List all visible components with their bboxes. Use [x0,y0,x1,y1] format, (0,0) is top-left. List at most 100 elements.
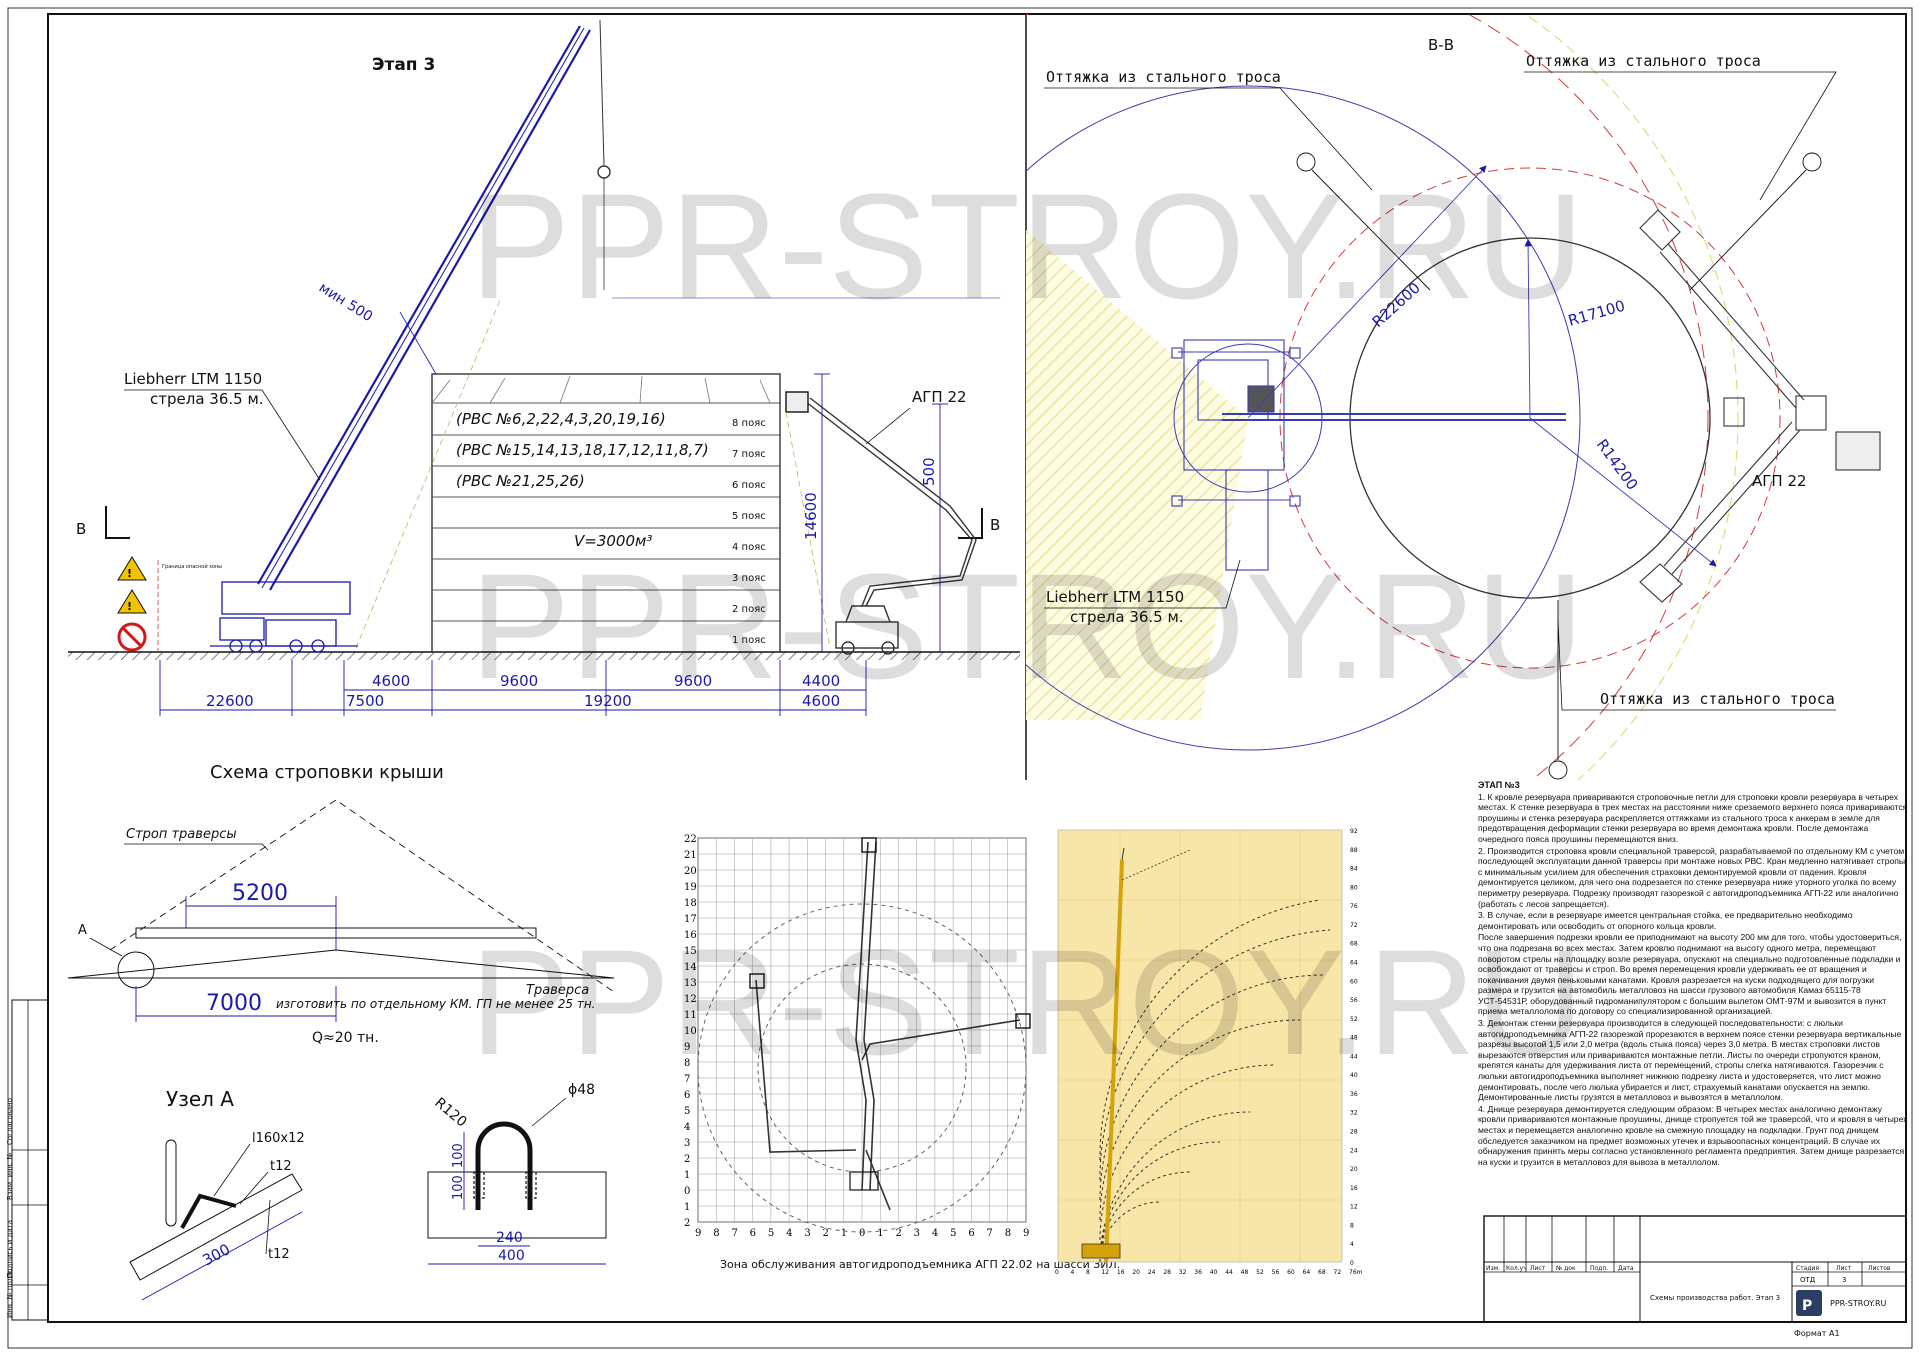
agp-plan-label: АГП 22 [1752,472,1807,490]
node-angle [180,1193,237,1229]
belt-label: 3 пояс [732,573,766,584]
agp-x-tick: 6 [750,1228,756,1239]
guy-label-2-text: Оттяжка из стального троса [1526,52,1761,70]
load-y-tick: 24 [1350,1147,1358,1154]
stage-title: Этап 3 [372,55,435,75]
load-x-tick: 48 [1241,1269,1249,1276]
u-bolt-diameter: ϕ48 [568,1082,595,1098]
tank-wall [431,373,781,653]
load-y-tick: 40 [1350,1072,1358,1079]
load-x-tick: 0 [1055,1269,1059,1276]
crane-carrier [210,581,358,653]
ground-hatch [68,652,1020,660]
tb-header-doc: № док [1556,1265,1576,1272]
crane-boom [257,19,605,591]
svg-text:!: ! [127,600,132,613]
agp-reach-circle-large [697,903,1027,1233]
node-plate-1-label: t12 [270,1159,292,1174]
notes-paragraph: 1. К кровле резервуара привариваются стр… [1478,791,1908,844]
agp-x-tick: 2 [895,1228,901,1239]
load-y-tick: 8 [1350,1222,1354,1229]
load-x-tick: 24 [1148,1269,1156,1276]
guy-label-1: Оттяжка из стального троса [1044,68,1373,191]
belt-label: 4 пояс [732,542,766,553]
height-dimension-value: 14600 [802,492,820,540]
load-y-tick: 64 [1350,959,1358,966]
danger-zone-note: Граница опасной зоны [162,563,222,570]
node-plate-2-label: t12 [268,1247,290,1262]
crane-reach-arc [355,299,501,649]
agp-y-tick: 10 [684,1026,697,1037]
belt-label: 1 пояс [732,635,766,646]
rvs-row-3: (РВС №21,25,26) [456,472,585,490]
agp-x-tick: 3 [804,1228,810,1239]
node-angle-label: l160x12 [252,1131,305,1146]
agp-height-dimension: 500 [920,403,948,652]
load-x-tick: 68 [1318,1269,1326,1276]
guy-label-3: Оттяжка из стального троса [1557,619,1836,711]
crane-plan [1171,339,1566,571]
load-x-tick: 76m [1349,1269,1363,1276]
notes-paragraph: 3. Демонтаж стенки резервуара производит… [1478,1018,1902,1103]
agp-y-tick: 2 [684,1218,690,1229]
u-bolt-height-dims: 100 100 [451,1132,466,1210]
load-x-tick: 60 [1287,1269,1295,1276]
agp-x-tick: 1 [841,1228,847,1239]
height-dimension: 14600 [802,373,830,652]
tb-header-count: Кол.уч [1506,1265,1527,1272]
load-curves [1099,899,1331,1263]
belt-label: 5 пояс [732,511,766,522]
dimension-5200: 5200 [185,881,337,950]
agp-y-tick: 14 [684,962,697,973]
dim-value: 22600 [206,692,254,710]
agp-y-tick: 20 [684,866,697,877]
crane-label-1: Liebherr LTM 1150 [124,370,262,388]
agp-y-tick: 7 [684,1074,690,1085]
load-x-tick: 32 [1179,1269,1187,1276]
point-a-leader [89,937,123,957]
load-y-tick: 56 [1350,997,1358,1004]
agp-y-tick: 22 [684,834,697,845]
notes-paragraph: 3. В случае, если в резервуаре имеется ц… [1478,910,1853,931]
agp-lift [785,391,977,655]
load-x-tick: 72 [1334,1269,1342,1276]
dim-value: 7500 [346,692,384,710]
load-x-tick: 44 [1225,1269,1233,1276]
tb-header-date: Дата [1618,1265,1634,1272]
warning-signs: ! ! [117,556,147,652]
load-y-tick: 36 [1350,1091,1358,1098]
traverse-label: Траверса [526,983,589,998]
load-y-tick: 32 [1350,1110,1358,1117]
agp-y-tick: 2 [684,1154,690,1165]
dim-value: 4600 [372,672,410,690]
side-stamp: Согласовано Взам. инв. № Подпись и дата … [6,999,49,1321]
radius-22600-circle [1026,85,1581,751]
u-bolt-dim-400: 400 [498,1248,525,1264]
section-mark-left-label: В [76,520,86,538]
notes-paragraph: 2. Производится строповка кровли специал… [1478,845,1906,909]
agp-reach-arc [785,411,831,649]
tb-stage-value: ОТД [1800,1276,1816,1284]
load-y-tick: 92 [1350,828,1358,835]
agp-x-tick: 3 [914,1228,920,1239]
roof-load: Q≈20 тн. [312,1030,379,1046]
load-chart-y-ticks: 9288848076726864605652484440363228242016… [1350,828,1358,1267]
section-mark-right: В [958,508,1000,539]
agp-y-tick: 4 [684,1122,690,1133]
load-y-tick: 16 [1350,1185,1358,1192]
u-bolt-weld-right [525,1171,537,1199]
agp-y-tick: 15 [684,946,697,957]
agp-label-text: АГП 22 [912,388,967,406]
section-mark-right-label: В [990,516,1000,534]
tb-drawing-title: Схемы производства работ. Этап 3 [1650,1294,1780,1302]
agp-basket-right [1015,1013,1031,1029]
node-post [165,1139,177,1227]
roof-scheme-title: Схема строповки крыши [210,762,444,783]
crane-plan-label-2: стрела 36.5 м. [1070,608,1184,626]
stamp-agreed: Согласовано [6,1098,14,1145]
belt-label: 6 пояс [732,480,766,491]
load-y-tick: 12 [1350,1204,1358,1211]
